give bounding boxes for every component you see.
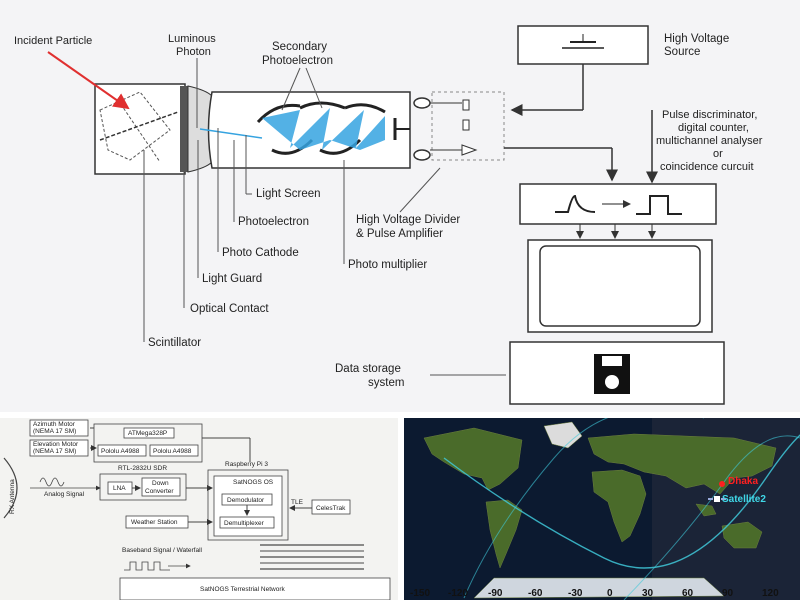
luminous-photon-label-2: Photon (176, 46, 211, 58)
satnogs-diagram-svg: Azimuth Motor (NEMA 17 SM) Elevation Mot… (3, 419, 391, 600)
scintillator-crystal (94, 83, 213, 175)
down-converter-label-1: Down (152, 480, 169, 487)
down-converter-label-2: Converter (145, 488, 174, 495)
data-storage-label-2: system (368, 377, 404, 389)
tick-label: -60 (528, 588, 543, 599)
world-map-svg: Dhaka Satellite2 -150 -120 -90 -60 -30 0… (404, 418, 800, 600)
incident-particle-label: Incident Particle (14, 35, 92, 47)
divider-amplifier-block (430, 91, 505, 161)
secondary-photoelectron-label-1: Secondary (272, 41, 327, 53)
tick-label: 60 (682, 588, 694, 599)
pulse-label-5: coincidence curcuit (660, 161, 754, 173)
continents (423, 421, 777, 599)
tick-label: 120 (762, 588, 779, 599)
photoelectron-label: Photoelectron (238, 216, 309, 228)
light-guard-label: Light Guard (202, 273, 262, 285)
incident-particle-arrow (47, 51, 130, 110)
azimuth-motor-label-1: Azimuth Motor (33, 421, 76, 428)
lna-label: LNA (113, 485, 126, 492)
detector-diagram-svg: Incident Particle Luminous Photon Second… (14, 25, 763, 405)
atmega-label: ATMega328P (128, 430, 167, 437)
elevation-motor-label-2: (NEMA 17 SM) (33, 448, 76, 455)
orbit-track (443, 434, 800, 569)
tick-label: 0 (607, 588, 613, 599)
demultiplexer-label: Demultiplexer (224, 520, 265, 527)
pololu-1-label: Pololu A4988 (101, 448, 140, 455)
photo-cathode-label: Photo Cathode (222, 247, 299, 259)
luminous-photon-label-1: Luminous (168, 33, 216, 45)
satnogs-os-label: SatNOGS OS (233, 479, 274, 486)
photo-multiplier-label: Photo multiplier (348, 259, 427, 271)
dhaka-label: Dhaka (728, 476, 758, 487)
weather-station-label: Weather Station (131, 519, 178, 526)
hv-divider-label-2: & Pulse Amplifier (356, 228, 443, 240)
pulse-label-2: digital counter, (678, 122, 749, 134)
network-label: SatNOGS Terrestrial Network (200, 586, 286, 593)
tle-label: TLE (291, 499, 304, 506)
satnogs-block-diagram: Azimuth Motor (NEMA 17 SM) Elevation Mot… (0, 418, 398, 600)
demodulator-label: Demodulator (227, 497, 265, 504)
hv-source-label-1: High Voltage (664, 33, 729, 45)
waterfall-graphic (260, 544, 364, 570)
data-storage-label-1: Data storage (335, 363, 401, 375)
pulse-label-4: or (713, 148, 723, 160)
satellite-label: Satellite2 (722, 494, 766, 505)
pulse-label-1: Pulse discriminator, (662, 109, 757, 121)
light-screen-label: Light Screen (256, 188, 321, 200)
hv-divider-label-1: High Voltage Divider (356, 214, 460, 226)
dhaka-marker (719, 481, 725, 487)
celestrak-label: CelesTrak (316, 505, 346, 512)
rx-antenna-label: RX Antenna (9, 479, 16, 514)
azimuth-motor-label-2: (NEMA 17 SM) (33, 428, 76, 435)
satellite-icon (708, 496, 726, 502)
elevation-motor-label-1: Elevation Motor (33, 441, 79, 448)
hv-source-label-2: Source (664, 46, 700, 58)
rtl-sdr-label: RTL-2832U SDR (118, 465, 167, 472)
monitor-screen (539, 245, 701, 327)
satellite-tracking-map: Dhaka Satellite2 -150 -120 -90 -60 -30 0… (404, 418, 800, 600)
tick-label: -30 (568, 588, 583, 599)
longitude-ticks: -150 -120 -90 -60 -30 0 30 60 90 120 (410, 588, 779, 599)
tick-label: -90 (488, 588, 503, 599)
tick-label: 30 (642, 588, 654, 599)
raspberry-pi-label: Raspberry Pi 3 (225, 461, 268, 468)
pulse-label-3: multichannel analyser (656, 135, 763, 147)
photomultiplier-tube (199, 91, 411, 169)
baseband-label: Baseband Signal / Waterfall (122, 547, 203, 554)
secondary-photoelectron-label-2: Photoelectron (262, 55, 333, 67)
tick-label: 90 (722, 588, 734, 599)
floppy-disk-icon (594, 354, 630, 394)
tick-label: -150 (410, 588, 430, 599)
high-voltage-source-box (517, 25, 649, 65)
optical-contact-label: Optical Contact (190, 303, 269, 315)
pololu-2-label: Pololu A4988 (153, 448, 192, 455)
scintillator-label: Scintillator (148, 337, 201, 349)
tick-label: -120 (448, 588, 468, 599)
analog-signal-label: Analog Signal (44, 491, 85, 498)
scintillation-detector-diagram: Incident Particle Luminous Photon Second… (0, 0, 800, 412)
